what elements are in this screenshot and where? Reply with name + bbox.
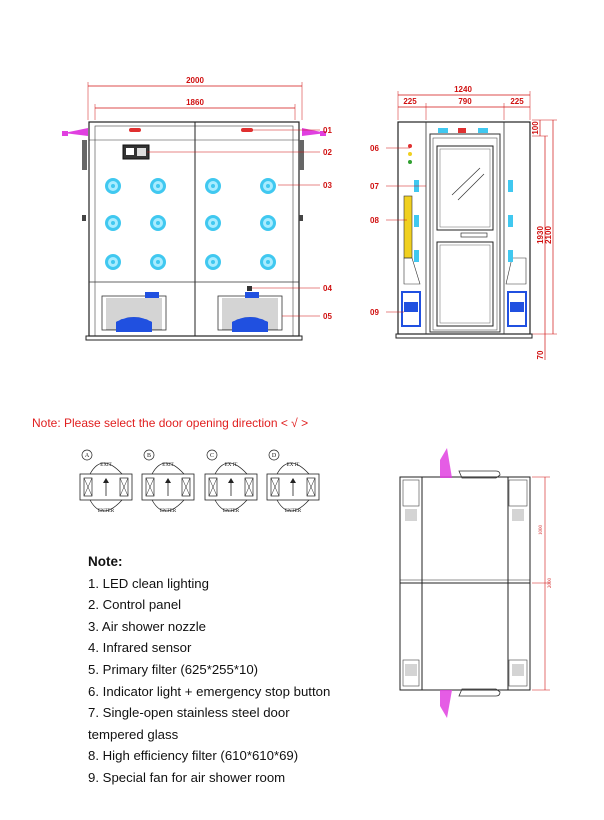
enter-label: ENTER xyxy=(160,509,177,514)
exit-label: EXIT xyxy=(162,463,173,468)
nozzle-icon xyxy=(150,254,166,270)
front-dim-overall: 2000 xyxy=(186,76,204,85)
nozzle-icon xyxy=(260,254,276,270)
side-dim-h1: 1930 xyxy=(536,226,545,244)
front-dim-inner: 1860 xyxy=(186,98,204,107)
callout-08: 08 xyxy=(370,216,379,225)
callout-07: 07 xyxy=(370,182,379,191)
note-item: 8. High efficiency filter (610*610*69) xyxy=(88,748,299,764)
side-dim-center: 790 xyxy=(458,97,472,106)
callout-02: 02 xyxy=(323,148,332,157)
exit-label: EX IT xyxy=(225,463,238,468)
enter-label: ENTER xyxy=(223,509,240,514)
nozzle-icon xyxy=(205,254,221,270)
nozzle-icon xyxy=(205,178,221,194)
callout-05: 05 xyxy=(323,312,332,321)
note-item: 6. Indicator light + emergency stop butt… xyxy=(88,683,331,699)
note-item: 4. Infrared sensor xyxy=(88,640,192,656)
callout-06: 06 xyxy=(370,144,379,153)
top-view: 1000 2000 xyxy=(399,448,553,718)
side-dim-bottom: 70 xyxy=(536,350,545,359)
callout-04: 04 xyxy=(323,284,332,293)
enter-label: ENTER xyxy=(285,509,302,514)
nozzle-icon xyxy=(105,178,121,194)
door-option[interactable]: D EX IT ENTER xyxy=(266,449,320,514)
front-view: 2000 1860 xyxy=(62,76,332,341)
notes-list: Note: 1. LED clean lighting 2. Control p… xyxy=(88,551,330,789)
nozzle-icon xyxy=(205,215,221,231)
top-dim-b: 2000 xyxy=(548,578,553,589)
door-option[interactable]: B EXIT ENTER xyxy=(141,449,195,514)
callout-01: 01 xyxy=(323,126,332,135)
side-dim-h2: 2100 xyxy=(544,226,553,244)
top-dim-a: 1000 xyxy=(539,525,544,536)
option-letter: B xyxy=(147,453,151,459)
nozzle-icon xyxy=(260,178,276,194)
side-dim-left: 225 xyxy=(403,97,417,106)
side-dim-top: 100 xyxy=(531,121,540,135)
nozzle-icon xyxy=(150,178,166,194)
exit-label: EXIT xyxy=(100,463,111,468)
note-item: 1. LED clean lighting xyxy=(88,575,209,591)
option-letter: D xyxy=(272,453,277,459)
note-item: tempered glass xyxy=(88,726,179,742)
option-letter: C xyxy=(210,453,214,459)
option-letter: A xyxy=(85,453,90,459)
note-item: 2. Control panel xyxy=(88,597,182,613)
note-item: 9. Special fan for air shower room xyxy=(88,769,286,785)
nozzle-icon xyxy=(260,215,276,231)
exit-label: EX IT xyxy=(287,463,300,468)
enter-label: ENTER xyxy=(98,509,115,514)
door-option[interactable]: C EX IT ENTER xyxy=(204,449,258,514)
door-direction-notice: Note: Please select the door opening dir… xyxy=(32,416,309,430)
nozzle-icon xyxy=(105,254,121,270)
door-options: A EXIT ENTER B EXIT ENTER C EX IT ENTER D EX IT ENT… xyxy=(79,449,320,514)
callout-09: 09 xyxy=(370,308,379,317)
side-view: 1240 225 790 225 100 1930 2100 70 xyxy=(370,85,557,360)
side-dim-right: 225 xyxy=(510,97,524,106)
nozzle-icon xyxy=(150,215,166,231)
notes-heading: Note: xyxy=(88,554,123,569)
side-dim-overall: 1240 xyxy=(454,85,472,94)
note-item: 7. Single-open stainless steel door xyxy=(88,705,290,721)
note-item: 3. Air shower nozzle xyxy=(88,618,207,634)
nozzle-icon xyxy=(105,215,121,231)
callout-03: 03 xyxy=(323,181,332,190)
note-item: 5. Primary filter (625*255*10) xyxy=(88,661,259,677)
door-option[interactable]: A EXIT ENTER xyxy=(79,449,133,514)
